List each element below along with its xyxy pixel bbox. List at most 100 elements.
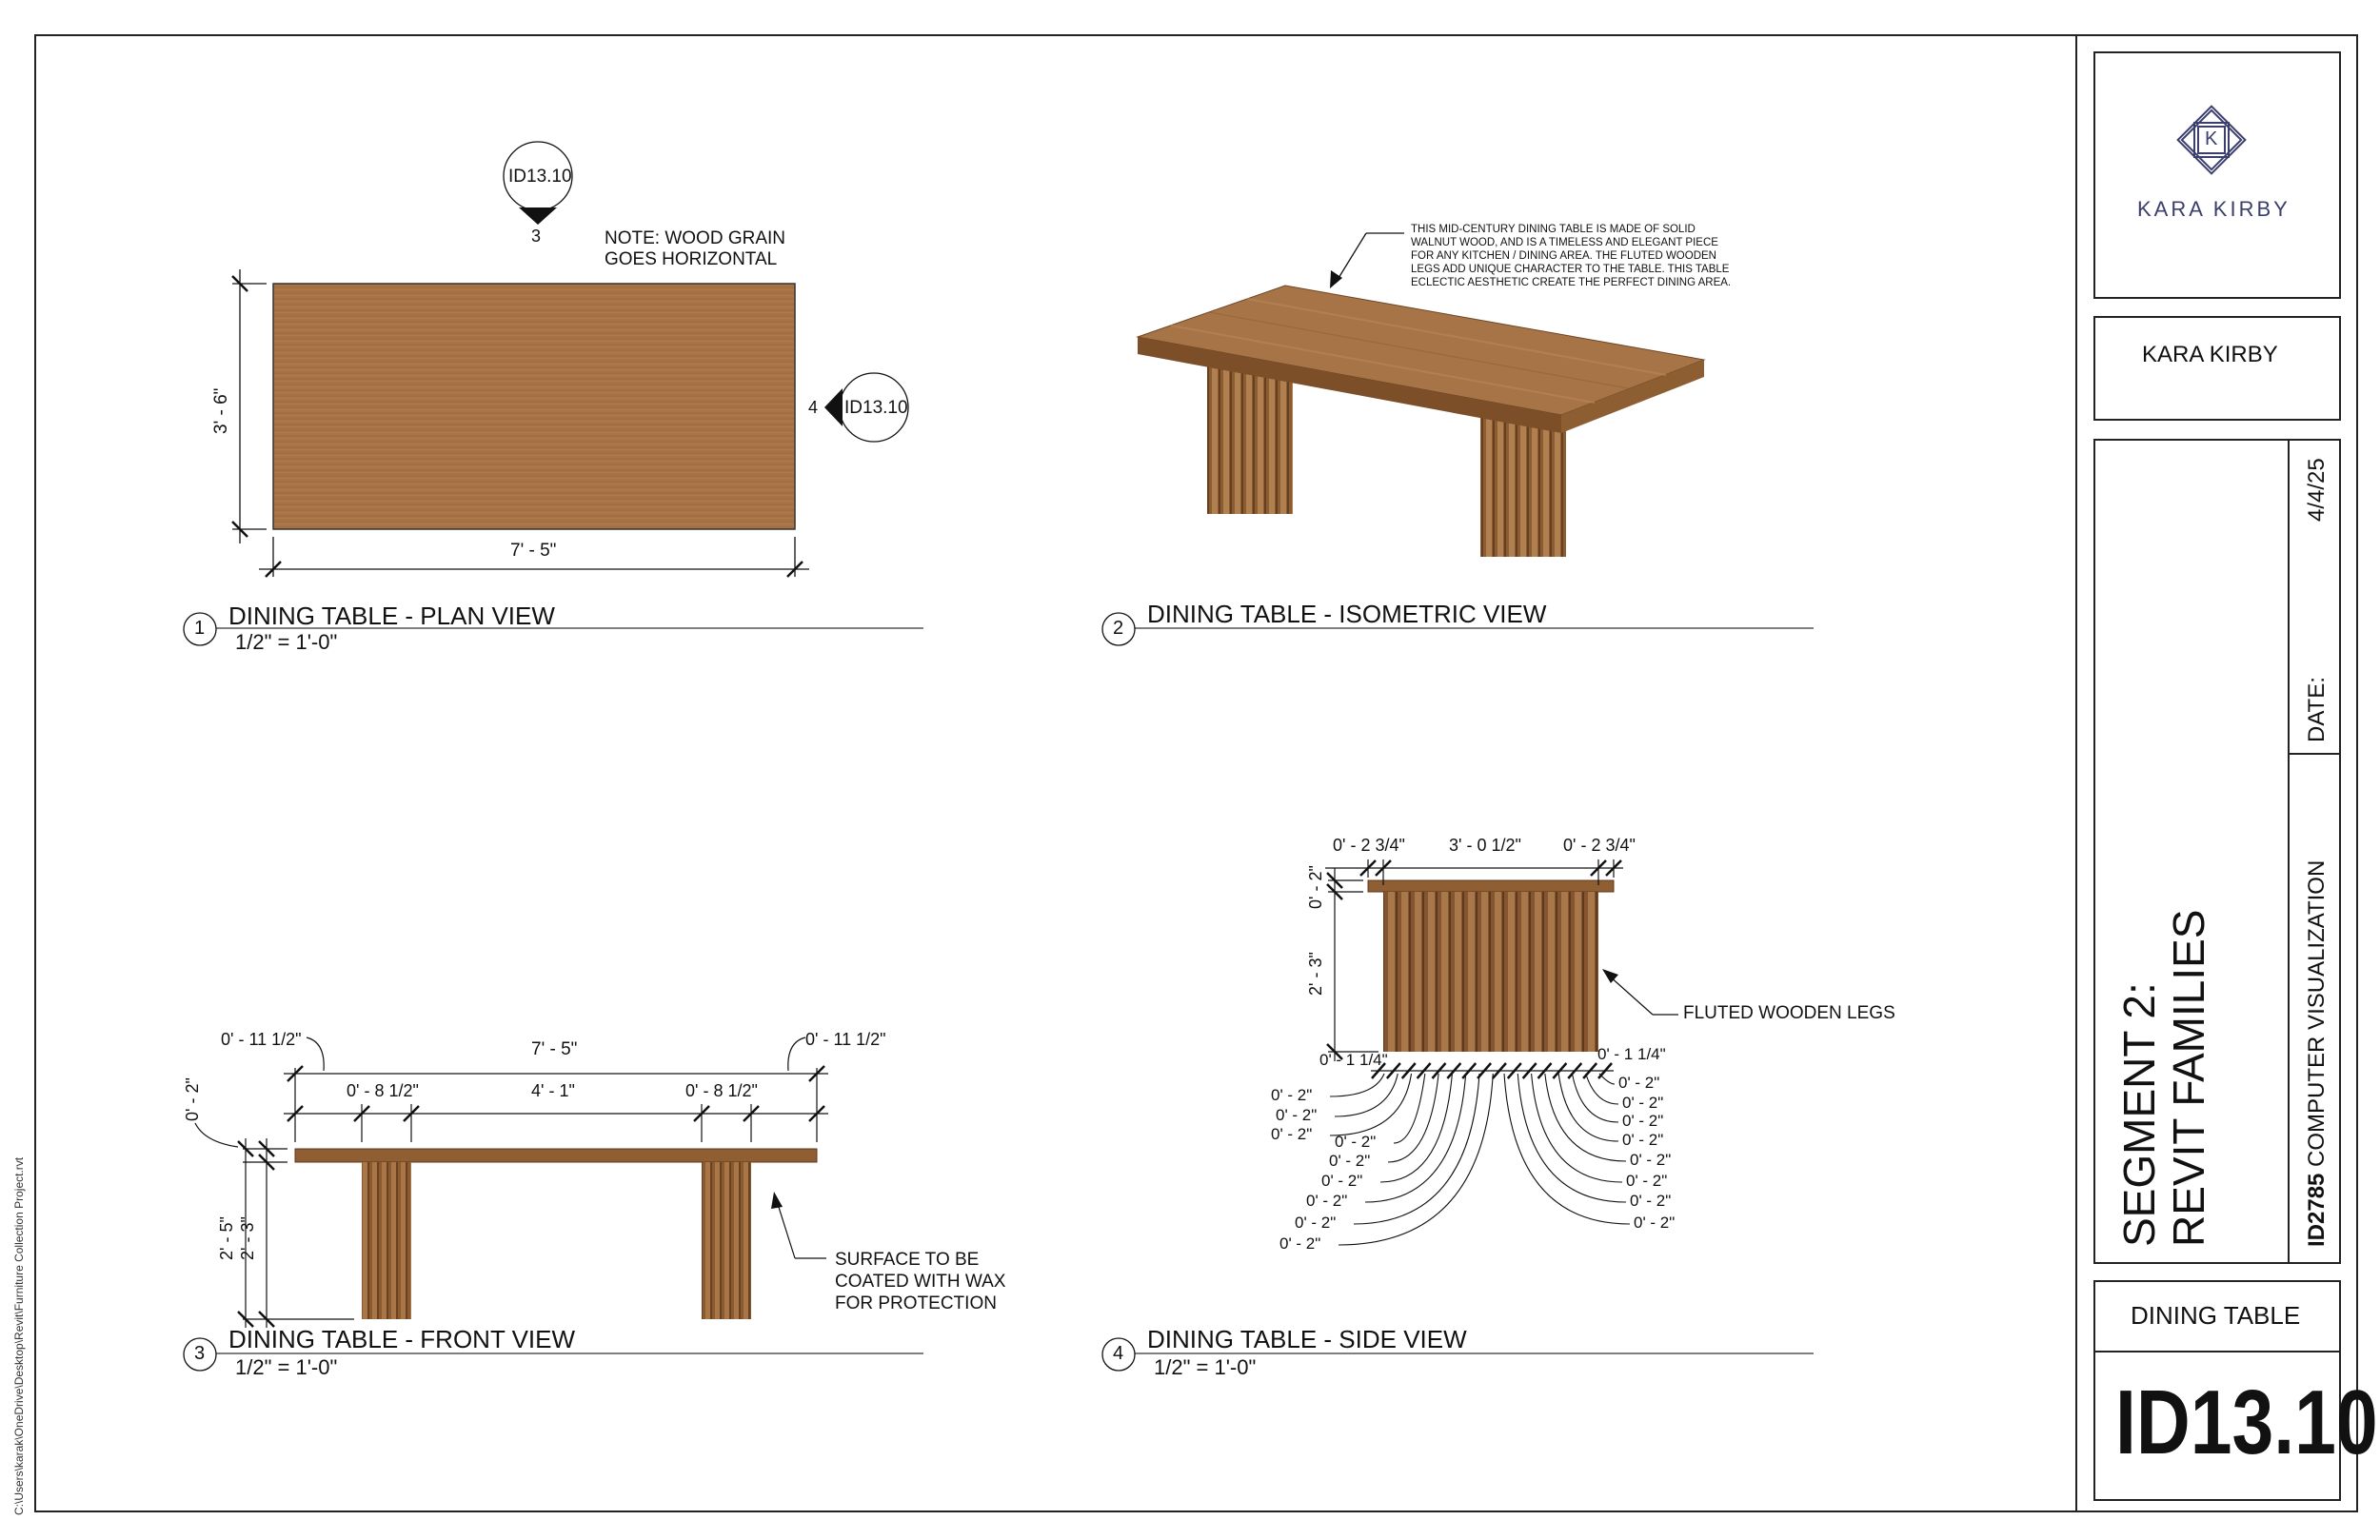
- front-dim-overhang-left: 0' - 11 1/2": [221, 1030, 302, 1049]
- logo-letter: K: [2205, 128, 2218, 149]
- flute-dim-label: 0' - 2": [1622, 1131, 1664, 1149]
- plan-tag-right-number: 4: [808, 398, 819, 417]
- flute-tick: [1521, 1062, 1537, 1079]
- side-dim-left: 0' - 2 3/4": [1333, 836, 1405, 855]
- flute-dim-label: 0' - 2": [1271, 1086, 1313, 1104]
- flute-tick: [1582, 1062, 1598, 1079]
- flute-tick: [1400, 1062, 1417, 1079]
- sheet-number[interactable]: ID13.10: [2115, 1372, 2378, 1473]
- flute-leader: [1557, 1073, 1619, 1142]
- plan-view-title[interactable]: DINING TABLE - PLAN VIEW: [228, 602, 555, 630]
- front-dim-top-thickness: 0' - 2": [183, 1077, 202, 1121]
- title-block-divider: [2075, 34, 2077, 1512]
- flute-dim-label: 0' - 2": [1276, 1106, 1318, 1124]
- flute-leader: [1598, 1073, 1616, 1085]
- front-wax-note-line: COATED WITH WAX: [835, 1272, 1006, 1292]
- plan-tag-top-number: 3: [531, 227, 542, 246]
- course-name: COMPUTER VISUALIZATION: [2304, 859, 2330, 1174]
- side-view-scale: 1/2" = 1'-0": [1154, 1355, 1257, 1379]
- flute-dim-label: 0' - 2": [1634, 1214, 1676, 1232]
- flute-leader: [1334, 1073, 1398, 1117]
- iso-view-number: 2: [1113, 618, 1124, 639]
- plan-view-graphics: [231, 141, 909, 578]
- front-view-scale: 1/2" = 1'-0": [235, 1355, 338, 1379]
- flute-leader: [1585, 1073, 1619, 1105]
- logo-mark: [2176, 105, 2247, 175]
- isometric-view-graphics: [1136, 232, 1706, 557]
- flute-tick: [1506, 1062, 1522, 1079]
- front-wax-note: SURFACE TO BE COATED WITH WAX FOR PROTEC…: [835, 1249, 1005, 1314]
- front-dim-leg-left: 0' - 8 1/2": [347, 1081, 419, 1100]
- side-dim-height: 2' - 3": [1306, 952, 1325, 996]
- plan-tag-top-sheet[interactable]: ID13.10: [508, 167, 572, 187]
- front-view-title[interactable]: DINING TABLE - FRONT VIEW: [228, 1325, 576, 1353]
- flute-leader: [1329, 1073, 1385, 1097]
- iso-view-title[interactable]: DINING TABLE - ISOMETRIC VIEW: [1147, 600, 1547, 628]
- plan-tag-right-sheet[interactable]: ID13.10: [844, 398, 908, 418]
- course-code: ID2785: [2304, 1173, 2330, 1247]
- flute-dim-label: 0' - 2": [1622, 1112, 1664, 1130]
- front-view-graphics: [194, 1037, 828, 1328]
- flute-dim-label: 0' - 2": [1618, 1074, 1660, 1092]
- front-dim-overhang-right: 0' - 11 1/2": [805, 1030, 886, 1049]
- flute-dim-label: 0' - 2": [1622, 1094, 1664, 1112]
- iso-description-line: ECLECTIC AESTHETIC CREATE THE PERFECT DI…: [1411, 277, 1732, 288]
- flute-dim-label: 0' - 2": [1626, 1172, 1668, 1190]
- plan-note-line2: GOES HORIZONTAL: [605, 249, 778, 269]
- title-block-graphics: [2093, 51, 2341, 1501]
- flute-leader: [1531, 1073, 1623, 1183]
- flute-dim-label: 0' - 2": [1295, 1214, 1337, 1232]
- flute-leader: [1387, 1073, 1439, 1163]
- side-dim-base-left: 0' - 1 1/4": [1319, 1051, 1388, 1069]
- flute-dim-label: 0' - 2": [1271, 1125, 1313, 1143]
- date-label: DATE:: [2304, 677, 2330, 742]
- flute-dim-label: 0' - 2": [1306, 1192, 1348, 1210]
- course-info: ID2785 COMPUTER VISUALIZATION: [2304, 860, 2330, 1247]
- side-dim-base-right: 0' - 1 1/4": [1597, 1045, 1666, 1063]
- front-wax-note-line: SURFACE TO BE: [835, 1250, 980, 1270]
- flute-tick: [1371, 1062, 1386, 1079]
- side-view-title[interactable]: DINING TABLE - SIDE VIEW: [1147, 1325, 1467, 1353]
- sheet-name: DINING TABLE: [2131, 1301, 2301, 1330]
- flute-dim-label: 0' - 2": [1329, 1152, 1371, 1170]
- sheet-border: [34, 34, 2358, 1512]
- flute-tick: [1597, 1062, 1613, 1079]
- flute-tick: [1552, 1062, 1568, 1079]
- designer-name: KARA KIRBY: [2142, 342, 2278, 367]
- side-dim-top: 0' - 2": [1306, 865, 1325, 909]
- date-value: 4/4/25: [2304, 458, 2330, 522]
- side-view-graphics: [1325, 859, 1678, 1246]
- front-dim-height-total: 2' - 5": [217, 1216, 236, 1260]
- front-view-number: 3: [194, 1343, 206, 1364]
- flute-dim-label: 0' - 2": [1335, 1133, 1377, 1151]
- project-title-line1: SEGMENT 2:: [2114, 982, 2164, 1247]
- flute-dim-label: 0' - 2": [1279, 1234, 1321, 1253]
- side-dim-middle: 3' - 0 1/2": [1449, 836, 1521, 855]
- flute-dim-label: 0' - 2": [1321, 1172, 1363, 1190]
- front-dim-leg-right: 0' - 8 1/2": [685, 1081, 758, 1100]
- iso-description-line: THIS MID-CENTURY DINING TABLE IS MADE OF…: [1411, 224, 1696, 235]
- flute-tick: [1491, 1062, 1507, 1079]
- view-title-lines: [183, 612, 1814, 1372]
- flute-tick: [1446, 1062, 1462, 1079]
- flute-dim-label: 0' - 2": [1630, 1192, 1672, 1210]
- project-title-line2: REVIT FAMILIES: [2164, 909, 2213, 1247]
- plan-dim-depth: 3' - 6": [211, 387, 231, 434]
- flute-leader: [1353, 1073, 1480, 1225]
- plan-note-line1: NOTE: WOOD GRAIN: [605, 228, 785, 248]
- flute-leader: [1379, 1073, 1453, 1183]
- flute-leader: [1364, 1073, 1467, 1203]
- flute-tick: [1477, 1062, 1493, 1079]
- plan-dim-width: 7' - 5": [510, 541, 557, 561]
- side-fluted-legs-note: FLUTED WOODEN LEGS: [1683, 1003, 1895, 1023]
- front-dim-height-leg: 2' - 3": [238, 1216, 257, 1260]
- flute-tick: [1431, 1062, 1447, 1079]
- flute-dimension-leaders: [1329, 1073, 1631, 1246]
- plan-view-scale: 1/2" = 1'-0": [235, 630, 338, 654]
- flute-tick: [1461, 1062, 1478, 1079]
- iso-description-line: WALNUT WOOD, AND IS A TIMELESS AND ELEGA…: [1411, 237, 1718, 248]
- flute-dimension-ticks: [1371, 1062, 1613, 1079]
- flute-leader: [1393, 1073, 1426, 1144]
